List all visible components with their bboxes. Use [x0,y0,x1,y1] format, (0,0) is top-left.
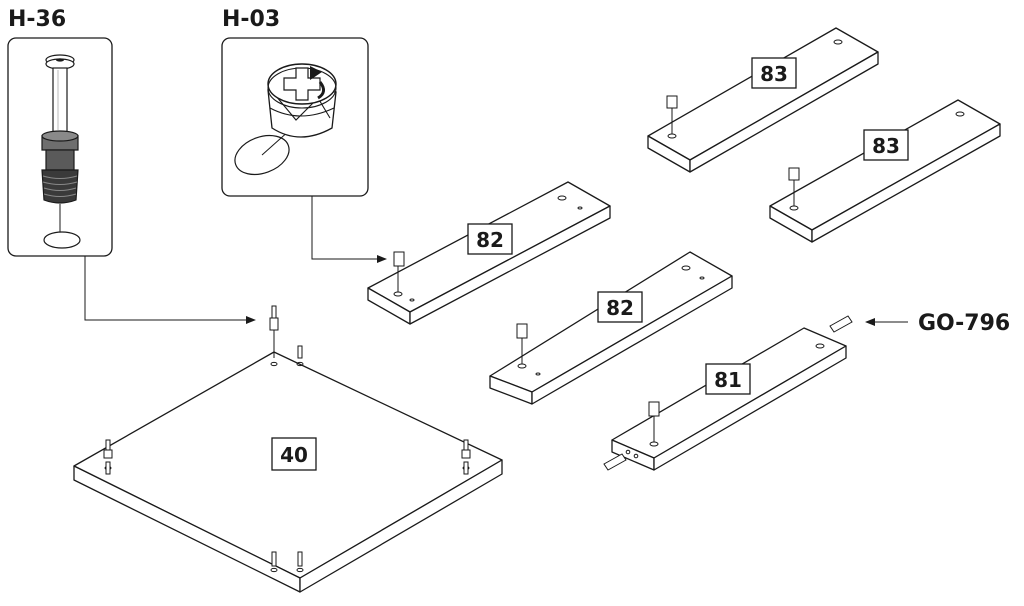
part-label-83-lower: 83 [872,134,900,158]
part-label-81: 81 [714,368,742,392]
panel-82-upper: 82 [367,181,611,325]
cam-bolt-small [269,305,279,358]
cam-lock-icon [234,63,337,176]
panel-83-upper: 83 [647,27,879,173]
hardware-code-h03: H-03 [222,7,280,32]
panel-81: 81 [603,315,853,471]
part-label-83-upper: 83 [760,62,788,86]
part-label-box-83b [863,129,909,161]
part-label-box-83a [751,57,797,89]
panel-83-lower: 83 [769,99,1001,243]
part-label-box-82b [597,291,643,323]
part-label-82-lower: 82 [606,296,634,320]
hardware-code-h36: H-36 [8,7,66,32]
part-label-40: 40 [280,443,308,467]
leader-line-h03 [311,196,387,263]
panel-40: 40 [73,305,503,593]
part-label-box-81 [705,363,751,395]
dowel-code-go796: GO-796 [918,311,1010,336]
part-label-box-40 [271,437,317,471]
leader-line-h36 [84,256,256,324]
cam-bolt-icon [41,54,81,249]
part-label-82-upper: 82 [476,228,504,252]
panel-82-lower: 82 [489,251,733,405]
part-label-box-82a [467,223,513,255]
